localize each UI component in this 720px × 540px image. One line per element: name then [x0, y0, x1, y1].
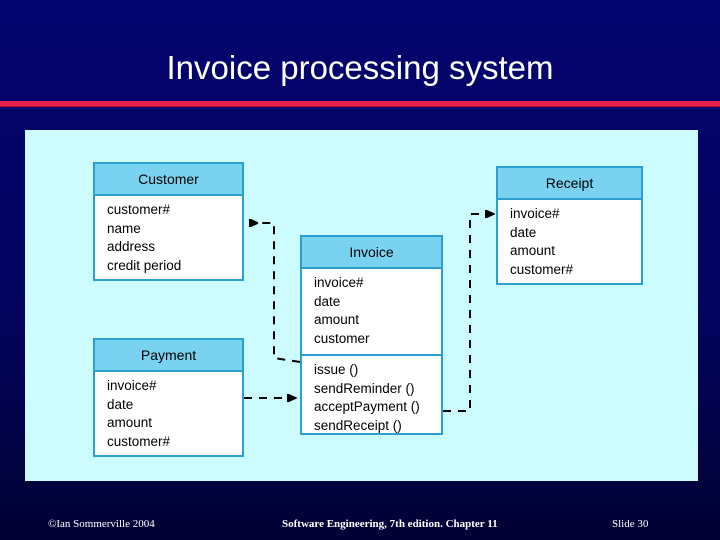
uml-class-invoice[interactable]: Invoice invoice# date amount customer is… [300, 235, 443, 435]
uml-attributes-invoice: invoice# date amount customer [302, 269, 441, 354]
attribute-row: amount [107, 415, 153, 430]
attribute-row: credit period [107, 257, 182, 273]
diagram-canvas: Customer customer# name address credit p… [25, 130, 698, 481]
uml-class-name-customer: Customer [95, 164, 242, 196]
footer-copyright: ©Ian Sommerville 2004 [48, 518, 155, 530]
operation-row: sendReminder () [314, 380, 415, 396]
attribute-row: date [107, 396, 134, 412]
uml-class-receipt[interactable]: Receipt invoice# date amount customer# [496, 166, 643, 285]
attribute-row: customer# [510, 261, 574, 277]
attribute-row: customer# [107, 433, 171, 449]
uml-class-name-receipt: Receipt [498, 168, 641, 200]
operation-row: issue () [314, 362, 359, 377]
connector-invoice-to-customer [249, 223, 301, 363]
uml-class-payment[interactable]: Payment invoice# date amount customer# [93, 338, 244, 457]
attribute-row: amount [510, 243, 556, 258]
attribute-row: date [510, 224, 537, 240]
attribute-row: invoice# [314, 275, 364, 290]
attribute-row: name [107, 220, 141, 236]
uml-attributes-payment: invoice# date amount customer# [95, 372, 242, 457]
attribute-row: amount [314, 312, 360, 327]
operation-row: sendReceipt () [314, 417, 402, 433]
uml-class-name-payment: Payment [95, 340, 242, 372]
attribute-row: invoice# [510, 206, 560, 221]
uml-operations-invoice: issue () sendReminder () acceptPayment (… [302, 354, 441, 441]
uml-class-name-invoice: Invoice [302, 237, 441, 269]
title-divider [0, 101, 720, 106]
footer-slide-number: Slide 30 [612, 518, 649, 530]
footer-book-reference: Software Engineering, 7th edition. Chapt… [282, 518, 498, 530]
uml-attributes-customer: customer# name address credit period [95, 196, 242, 281]
attribute-row: invoice# [107, 378, 157, 393]
slide-footer: ©Ian Sommerville 2004 Software Engineeri… [0, 513, 720, 535]
connector-invoice-to-receipt [443, 214, 494, 412]
attribute-row: date [314, 293, 341, 309]
attribute-row: customer# [107, 202, 171, 217]
page-title: Invoice processing system [166, 49, 554, 86]
attribute-row: customer [314, 330, 370, 346]
uml-class-customer[interactable]: Customer customer# name address credit p… [93, 162, 244, 281]
uml-attributes-receipt: invoice# date amount customer# [498, 200, 641, 285]
operation-row: acceptPayment () [314, 399, 420, 414]
attribute-row: address [107, 239, 156, 254]
